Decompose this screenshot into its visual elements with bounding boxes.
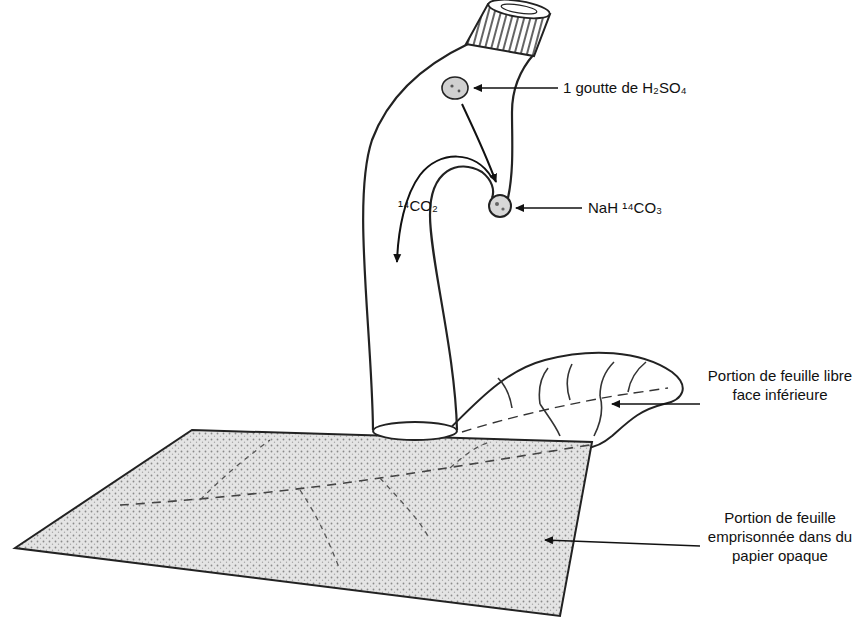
gas-label: ¹⁴CO₂ — [398, 196, 458, 215]
bicarbonate-blob — [489, 195, 511, 217]
part-label: Portion de feuille emprisonnée dans du p… — [705, 508, 855, 565]
glass-tube — [363, 0, 551, 440]
opaque-paper — [15, 430, 592, 616]
acid-drop — [442, 77, 468, 99]
reagent-label: NaH ¹⁴CO₃ — [588, 198, 748, 217]
reagent-label: 1 goutte de H₂SO₄ — [563, 78, 763, 97]
part-label: Portion de feuille libre face inférieure — [705, 366, 855, 404]
stopper — [466, 0, 551, 56]
leader-lines — [474, 88, 700, 546]
free-leaf — [440, 353, 683, 448]
